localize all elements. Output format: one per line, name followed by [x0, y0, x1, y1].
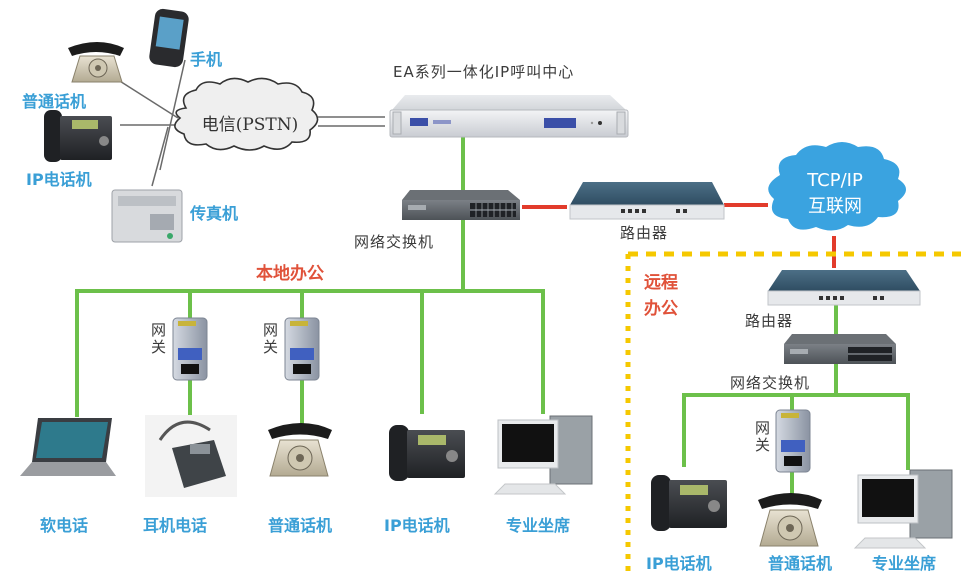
label-gateway-remote: 网关 — [753, 420, 771, 454]
internet-cloud-icon — [768, 142, 906, 231]
label-headset-phone: 耳机电话 — [143, 516, 208, 535]
remote-router-icon — [767, 270, 921, 306]
remote-title-line1: 远程 — [644, 273, 678, 293]
rotary-phone-icon-pstn — [68, 42, 124, 83]
label-rotary-remote: 普通话机 — [768, 554, 833, 573]
desktop-computer-icon-remote — [853, 469, 953, 549]
desktop-computer-icon-local — [493, 415, 593, 495]
internet-cloud-label: TCP/IP 互联网 — [770, 168, 900, 220]
remote-switch-icon — [784, 334, 896, 364]
label-agent-local: 专业坐席 — [506, 516, 571, 535]
label-ipphone-local: IP电话机 — [384, 516, 450, 535]
pstn-links — [114, 59, 385, 187]
label-rotary-pstn: 普通话机 — [22, 92, 87, 111]
label-agent-remote: 专业坐席 — [872, 554, 937, 573]
rotary-phone-icon-remote — [758, 493, 822, 547]
label-gateway-local-1: 网关 — [149, 322, 167, 356]
remote-office-title: 远程 办公 — [644, 270, 678, 322]
ip-phone-icon-remote — [651, 475, 727, 531]
remote-title-line2: 办公 — [644, 299, 678, 319]
label-softphone: 软电话 — [40, 516, 89, 535]
laptop-icon — [20, 418, 116, 476]
local-switch-icon — [402, 190, 520, 220]
headset-phone-icon — [145, 415, 237, 497]
remote-office-border — [625, 251, 961, 578]
internet-line2: 互联网 — [808, 196, 862, 217]
local-office-title: 本地办公 — [256, 264, 324, 284]
remote-lan-links — [682, 304, 910, 494]
ea-server-icon — [389, 95, 629, 138]
label-mobile: 手机 — [190, 50, 223, 69]
link-rotary-pstn — [114, 77, 179, 119]
link-mobile-pstn — [159, 59, 186, 171]
link-fax-pstn — [151, 126, 169, 187]
local-lan-links — [75, 136, 545, 424]
ip-phone-icon-local — [389, 425, 465, 481]
core-router-icon — [569, 182, 725, 220]
label-ipphone-pstn: IP电话机 — [26, 170, 92, 189]
fax-machine-icon — [111, 189, 183, 243]
label-remote-switch: 网络交换机 — [730, 374, 811, 392]
label-local-switch: 网络交换机 — [354, 233, 435, 251]
server-title: EA系列一体化IP呼叫中心 — [393, 63, 575, 81]
gateway-icon-local-1 — [172, 317, 208, 381]
ip-phone-icon-pstn — [44, 110, 112, 162]
label-rotary-local: 普通话机 — [268, 516, 333, 535]
label-remote-router: 路由器 — [745, 312, 794, 330]
gateway-icon-remote — [775, 409, 811, 473]
gateway-icon-local-2 — [284, 317, 320, 381]
pstn-cloud-label: 电信(PSTN) — [201, 115, 299, 135]
rotary-phone-icon-local — [268, 423, 332, 477]
label-fax: 传真机 — [190, 204, 239, 223]
internet-line1: TCP/IP — [807, 170, 863, 191]
label-ipphone-remote: IP电话机 — [646, 554, 712, 573]
label-core-router: 路由器 — [620, 224, 669, 242]
mobile-phone-icon — [149, 8, 189, 68]
label-gateway-local-2: 网关 — [261, 322, 279, 356]
pstn-cloud-icon — [174, 77, 319, 151]
